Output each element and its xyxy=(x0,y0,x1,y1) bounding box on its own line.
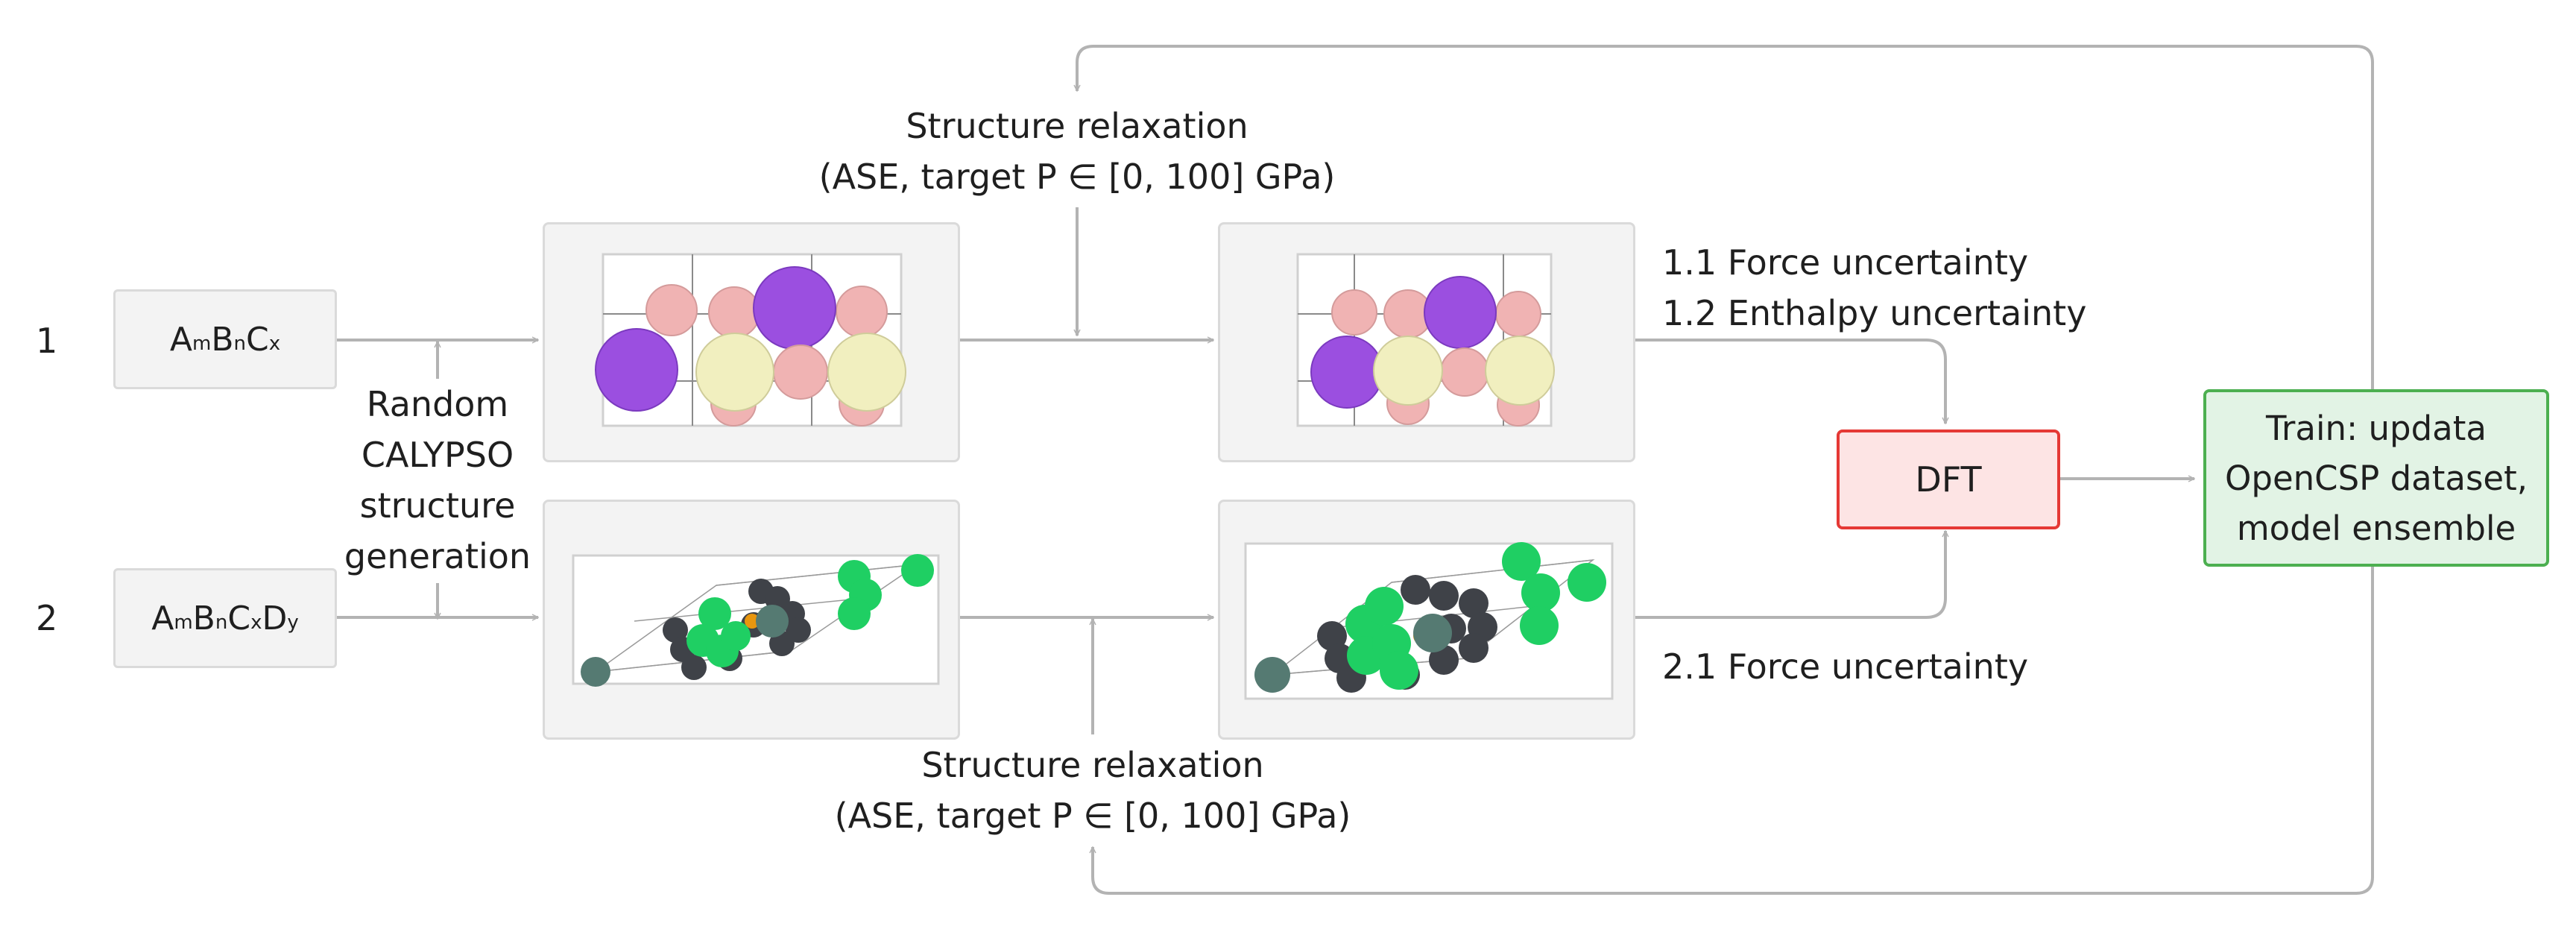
arrow-relaxed2-to-dft xyxy=(1632,531,1945,619)
formula-element: C xyxy=(227,599,251,638)
generation-label: Random CALYPSO structure generation xyxy=(344,379,531,582)
structure-image-initial-row2 xyxy=(572,554,940,687)
formula-subscript: n xyxy=(215,611,228,634)
relaxation-label-top: Structure relaxation (ASE, target P ∈ [0… xyxy=(819,101,1336,202)
force-uncertainty-1: 1.1 Force uncertainty xyxy=(1662,242,2029,283)
relaxation-title: Structure relaxation xyxy=(921,745,1264,785)
formula-element: D xyxy=(262,599,288,638)
generation-line: generation xyxy=(344,536,531,576)
train-box: Train: updata OpenCSP dataset, model ens… xyxy=(2203,389,2549,567)
formula-element: A xyxy=(151,599,174,638)
initial-structure-panel-row1 xyxy=(543,222,960,462)
formula-element: B xyxy=(211,320,234,359)
train-line: model ensemble xyxy=(2236,508,2516,548)
enthalpy-uncertainty-1: 1.2 Enthalpy uncertainty xyxy=(1662,293,2087,333)
relaxation-label-bottom: Structure relaxation (ASE, target P ∈ [0… xyxy=(835,740,1351,841)
formula-subscript: m xyxy=(174,611,193,634)
relaxation-title: Structure relaxation xyxy=(906,106,1248,146)
uncertainty-label-row2: 2.1 Force uncertainty xyxy=(1662,646,2029,687)
train-line: OpenCSP dataset, xyxy=(2224,458,2528,498)
formula-subscript: m xyxy=(192,333,212,355)
relaxed-structure-panel-row2 xyxy=(1218,500,1635,740)
formula-subscript: x xyxy=(250,611,262,634)
row-number-1: 1 xyxy=(36,321,58,361)
formula-subscript: y xyxy=(287,611,299,634)
train-line: Train: updata xyxy=(2266,408,2487,448)
arrow-feedback-bottom xyxy=(1093,567,2374,895)
generation-line: CALYPSO xyxy=(361,435,514,475)
formula-element: C xyxy=(245,320,269,359)
arrow-feedback-top xyxy=(1077,45,2374,389)
generation-line: Random xyxy=(366,384,509,424)
uncertainty-label-row1: 1.1 Force uncertainty 1.2 Enthalpy uncer… xyxy=(1662,237,2086,339)
structure-image-relaxed-row2 xyxy=(1244,542,1614,700)
generation-line: structure xyxy=(359,485,516,526)
formula-subscript: x xyxy=(268,333,281,355)
arrow-relaxed1-to-dft xyxy=(1632,339,1945,424)
formula-subscript: n xyxy=(233,333,246,355)
row-number-2: 2 xyxy=(36,598,58,638)
structure-image-relaxed-row1 xyxy=(1296,253,1555,427)
formula-element: A xyxy=(169,320,192,359)
dft-box: DFT xyxy=(1837,429,2060,529)
formula-element: B xyxy=(192,599,215,638)
initial-structure-panel-row2 xyxy=(543,500,960,740)
relaxation-detail: (ASE, target P ∈ [0, 100] GPa) xyxy=(834,796,1351,836)
relaxed-structure-panel-row1 xyxy=(1218,222,1635,462)
structure-image-initial-row1 xyxy=(595,253,906,427)
relaxation-detail: (ASE, target P ∈ [0, 100] GPa) xyxy=(818,157,1336,197)
